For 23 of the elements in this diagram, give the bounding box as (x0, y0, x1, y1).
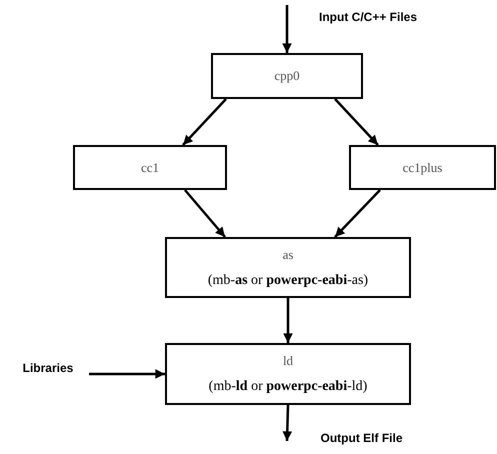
tool-name: cpp0 (274, 68, 300, 84)
process-box (165, 237, 411, 298)
tool-description: (mb-as or powerpc-eabi-as) (208, 272, 368, 288)
tool-description: (mb-ld or powerpc-eabi-ld) (208, 379, 368, 395)
flow-label: Libraries (10, 360, 86, 376)
tool-name: as (282, 246, 294, 262)
process-box (211, 53, 363, 99)
process-box (349, 145, 496, 190)
arrow (334, 98, 379, 146)
tool-name: cc1 (140, 160, 160, 176)
arrow (283, 298, 293, 343)
arrow (89, 369, 165, 379)
arrow (282, 404, 292, 442)
arrow (182, 98, 227, 146)
tool-name: cc1plus (402, 160, 442, 176)
flow-label: Input C/C++ Files (319, 10, 418, 24)
flow-label: Output Elf File (304, 430, 419, 445)
process-box (73, 145, 227, 190)
arrow (184, 189, 226, 238)
tool-name: ld (282, 353, 294, 369)
process-box (165, 343, 411, 405)
arrow (282, 5, 292, 53)
arrow (334, 189, 381, 238)
